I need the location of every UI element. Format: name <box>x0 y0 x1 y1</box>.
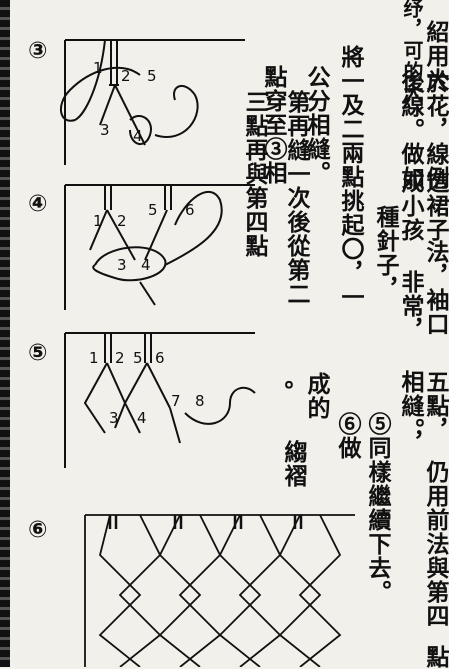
text-column-22: 仍用前法與第四 <box>422 460 449 628</box>
text-column-13: 第再縫一次後從第二 <box>283 90 310 306</box>
step-5-badge: ⑤ <box>28 340 48 366</box>
text-column-14: 三點再與第四點 <box>241 90 268 258</box>
fig5-label-3: 3 <box>109 409 119 427</box>
step-4-badge: ④ <box>28 191 48 217</box>
fig5-label-1: 1 <box>89 349 99 367</box>
text-column-20: 縐褶 <box>280 440 307 488</box>
text-column-15: 五點， <box>422 370 449 442</box>
step-6-badge: ⑥ <box>28 517 48 543</box>
text-column-19: 成的 <box>303 372 330 420</box>
fig3-label-4: 4 <box>133 127 143 145</box>
fig3-label-2: 2 <box>121 67 131 85</box>
fig5-label-4: 4 <box>137 409 147 427</box>
fig4-label-5: 5 <box>148 201 158 219</box>
text-column-18: ⑥做 <box>334 412 361 460</box>
fig3-label-1: 1 <box>93 59 103 77</box>
text-column-12: 點穿至③相 <box>260 65 287 185</box>
figure-step-6-smocking-lattice <box>84 514 355 667</box>
figure-step-4: 1 2 5 6 3 4 <box>64 184 255 310</box>
fig4-label-3: 3 <box>117 256 127 274</box>
text-column-11: 公分相縫。 <box>303 65 330 185</box>
figure-step-3: 1 2 5 3 4 <box>60 39 245 165</box>
fig3-label-3: 3 <box>100 121 110 139</box>
fig5-label-6: 6 <box>155 349 165 367</box>
text-column-10: 將一及二兩點挑起〇，一 <box>337 45 364 309</box>
text-column-21: 。 <box>266 380 293 404</box>
text-column-5: 成小孩 <box>397 170 424 242</box>
text-column-23: 點 <box>422 645 449 669</box>
text-column-3: 於花，線例 <box>422 70 449 190</box>
text-column-6: 這裙子 <box>422 170 449 242</box>
fig5-label-8: 8 <box>195 392 205 410</box>
fig4-label-6: 6 <box>185 201 195 219</box>
fig4-label-4: 4 <box>141 256 151 274</box>
text-column-2: 紹用大 <box>422 20 449 92</box>
fig3-label-5: 5 <box>147 67 157 85</box>
fig4-label-2: 2 <box>117 212 127 230</box>
text-column-7: 種針子， <box>372 205 399 301</box>
text-column-1: 纾，可的大 <box>400 0 424 103</box>
text-column-8: 法，袖口 <box>422 240 449 336</box>
page-binding-edge <box>0 0 10 667</box>
fig4-label-1: 1 <box>93 212 103 230</box>
fig5-label-5: 5 <box>133 349 143 367</box>
fig5-label-2: 2 <box>115 349 125 367</box>
fig5-label-7: 7 <box>171 392 181 410</box>
figure-step-5: 1 2 5 6 3 4 7 8 <box>64 332 256 468</box>
text-column-9: 非常， <box>397 270 424 342</box>
text-column-17: ⑤同樣繼續下去。 <box>364 412 391 604</box>
step-3-badge: ③ <box>28 38 48 64</box>
text-column-16: 相縫。， <box>397 370 424 455</box>
text-column-4: 後線。做如 <box>397 70 424 190</box>
